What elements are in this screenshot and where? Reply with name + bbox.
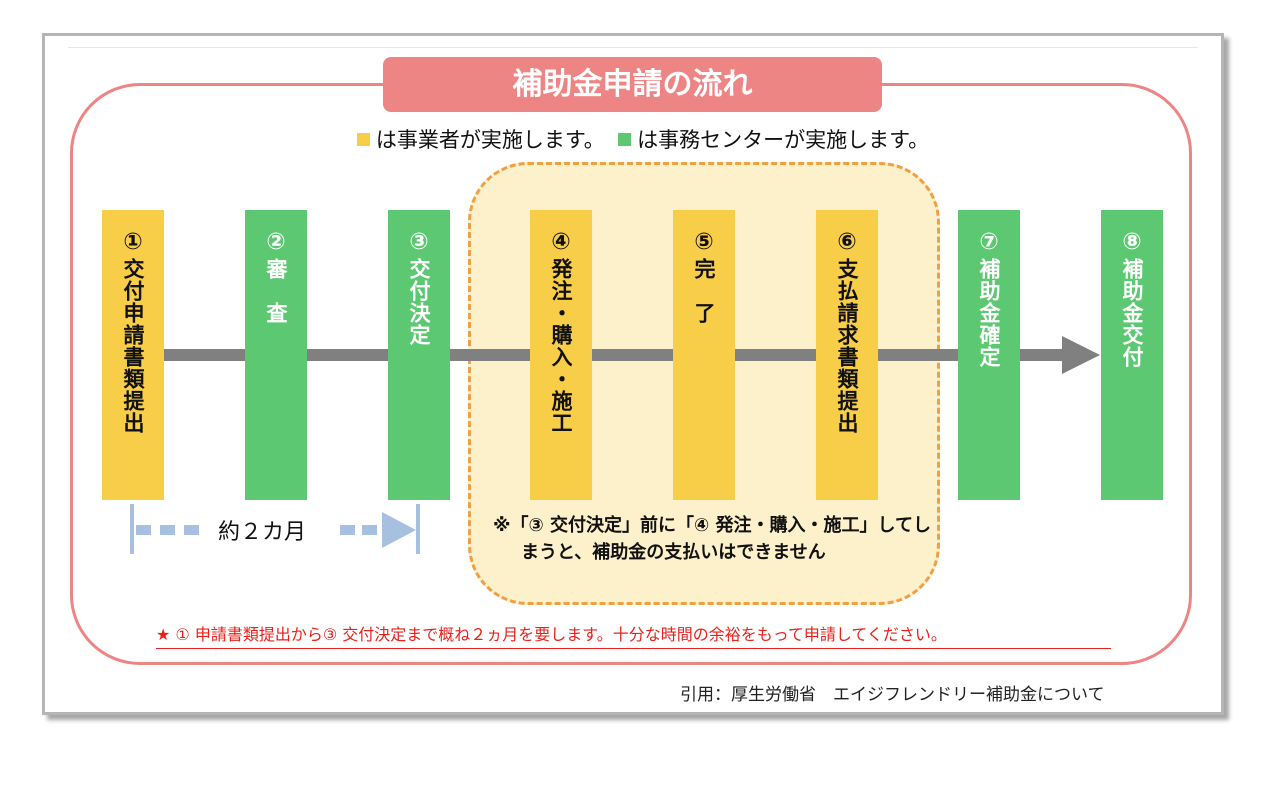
step-6: ⑥ 支払請求書類提出 [816, 210, 878, 500]
diagram-title: 補助金申請の流れ [383, 57, 882, 112]
step-number: ⑥ [837, 229, 857, 255]
legend-green-text: は事務センターが実施します。 [637, 128, 930, 152]
step-label: 発注・購入・施工 [549, 258, 573, 434]
step-1: ① 交付申請書類提出 [102, 210, 164, 500]
duration-end-tick [416, 504, 420, 554]
step-3: ③ 交付決定 [388, 210, 450, 500]
dash [160, 525, 175, 535]
caution-note: ※「③ 交付決定」前に「④ 発注・購入・施工」してしまうと、補助金の支払いはでき… [493, 515, 931, 563]
dash [136, 525, 151, 535]
duration-indicator: 約２カ月 [130, 504, 430, 554]
step-4: ④ 発注・購入・施工 [530, 210, 592, 500]
step-label: 完 了 [692, 258, 716, 324]
warning-text: ★ ① 申請書類提出から③ 交付決定まで概ね２ヵ月を要します。十分な時間の余裕を… [156, 621, 1111, 649]
step-number: ① [123, 229, 143, 255]
step-label: 補助金確定 [977, 258, 1001, 368]
step-8: ⑧ 補助金交付 [1101, 210, 1163, 500]
step-number: ② [266, 229, 286, 255]
step-number: ⑦ [979, 229, 999, 255]
step-label: 補助金交付 [1120, 258, 1144, 368]
step-number: ⑧ [1122, 229, 1142, 255]
step-number: ⑤ [694, 229, 714, 255]
step-label: 審 査 [264, 258, 288, 324]
green-legend-swatch [618, 133, 632, 146]
step-number: ④ [551, 229, 571, 255]
dash [362, 525, 377, 535]
step-label: 支払請求書類提出 [835, 258, 859, 434]
step-7: ⑦ 補助金確定 [958, 210, 1020, 500]
duration-label: 約２カ月 [218, 520, 307, 545]
duration-start-tick [130, 504, 134, 554]
step-5: ⑤ 完 了 [673, 210, 735, 500]
legend-yellow-text: は事業者が実施します。 [375, 128, 605, 152]
dash [340, 525, 355, 535]
step-label: 交付申請書類提出 [121, 258, 145, 434]
step-number: ③ [409, 229, 429, 255]
duration-arrow-icon [382, 512, 416, 548]
dash [184, 525, 199, 535]
legend: は事業者が実施します。 は事務センターが実施します。 [0, 124, 1286, 154]
flow-arrow-icon [1062, 336, 1100, 374]
divider [68, 47, 1198, 48]
step-2: ② 審 査 [245, 210, 307, 500]
yellow-legend-swatch [356, 133, 370, 146]
step-label: 交付決定 [407, 258, 431, 346]
citation: 引用：厚生労働省 エイジフレンドリー補助金について [680, 685, 1105, 705]
